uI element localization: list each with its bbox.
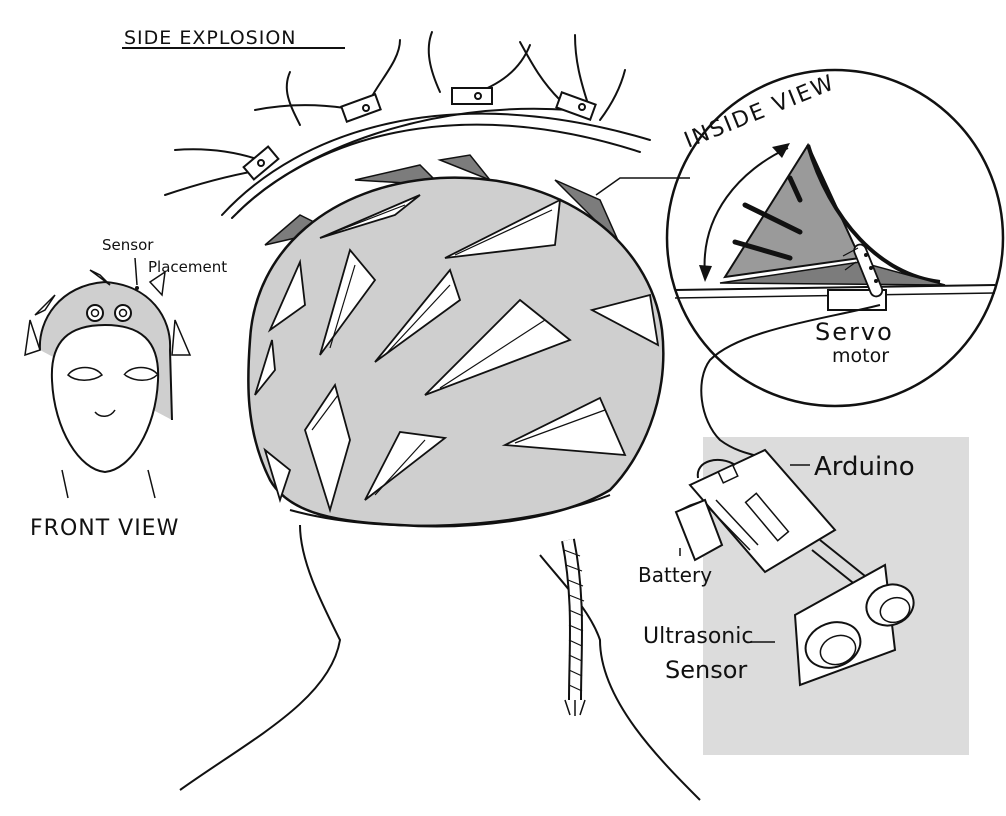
- arduino-label: Arduino: [814, 452, 915, 482]
- ultrasonic-label-1: Ultrasonic: [643, 624, 753, 649]
- battery: [674, 498, 724, 562]
- side-explosion-drawing: [164, 31, 651, 219]
- front-view-drawing: [24, 257, 192, 499]
- battery-label: Battery: [638, 563, 712, 587]
- side-explosion-title: SIDE EXPLOSION: [124, 27, 297, 49]
- servo-label-1: Servo: [815, 318, 894, 346]
- ultrasonic-label-2: Sensor: [665, 656, 747, 684]
- braid: [561, 538, 586, 716]
- main-head-drawing: [179, 154, 701, 801]
- front-view-label: FRONT VIEW: [30, 516, 179, 541]
- helmet-shell: [247, 176, 665, 528]
- front-sensor-left: [86, 304, 104, 322]
- sensor-placement-label-2: Placement: [148, 258, 227, 276]
- inside-view-drawing: [595, 68, 1005, 461]
- sensor-placement-label-1: Sensor: [102, 236, 154, 254]
- front-sensor-right: [114, 304, 132, 322]
- electronics-drawing: [674, 448, 915, 687]
- servo-label-2: motor: [832, 345, 889, 367]
